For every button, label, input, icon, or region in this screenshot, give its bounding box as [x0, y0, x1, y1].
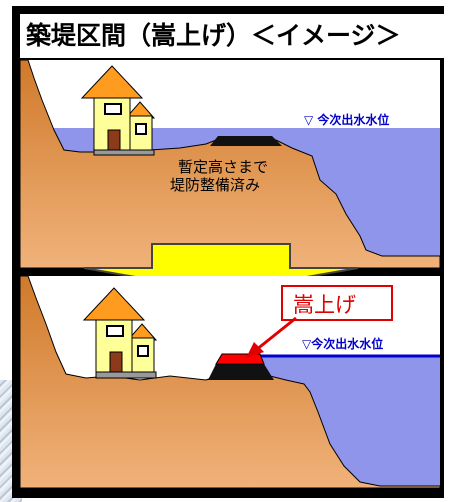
dike-body	[210, 136, 282, 146]
water-level-label: ▽ 今次出水水位	[304, 112, 389, 127]
figure-title: 築堤区間（嵩上げ）＜イメージ＞	[20, 14, 446, 58]
before-cross-section: ▽ 今次出水水位 暫定高さまで 堤防整備済み	[20, 60, 440, 268]
house-icon	[82, 287, 158, 379]
raised-dike-top	[215, 353, 265, 365]
callout-box	[281, 285, 393, 321]
water-level-label: ▽今次出水水位	[302, 336, 383, 351]
dike-label-line2: 堤防整備済み	[170, 176, 260, 194]
dike-body	[208, 364, 274, 380]
dike-label-line1: 暫定高さまで	[178, 158, 268, 176]
callout-label: 嵩上げ	[293, 293, 356, 317]
after-cross-section: 嵩上げ ▽今次出水水位	[20, 276, 440, 488]
after-panel: 嵩上げ ▽今次出水水位	[20, 276, 440, 488]
house-icon	[80, 65, 156, 156]
callout-arrow	[246, 316, 297, 358]
before-panel: ▽ 今次出水水位 暫定高さまで 堤防整備済み	[20, 60, 440, 268]
